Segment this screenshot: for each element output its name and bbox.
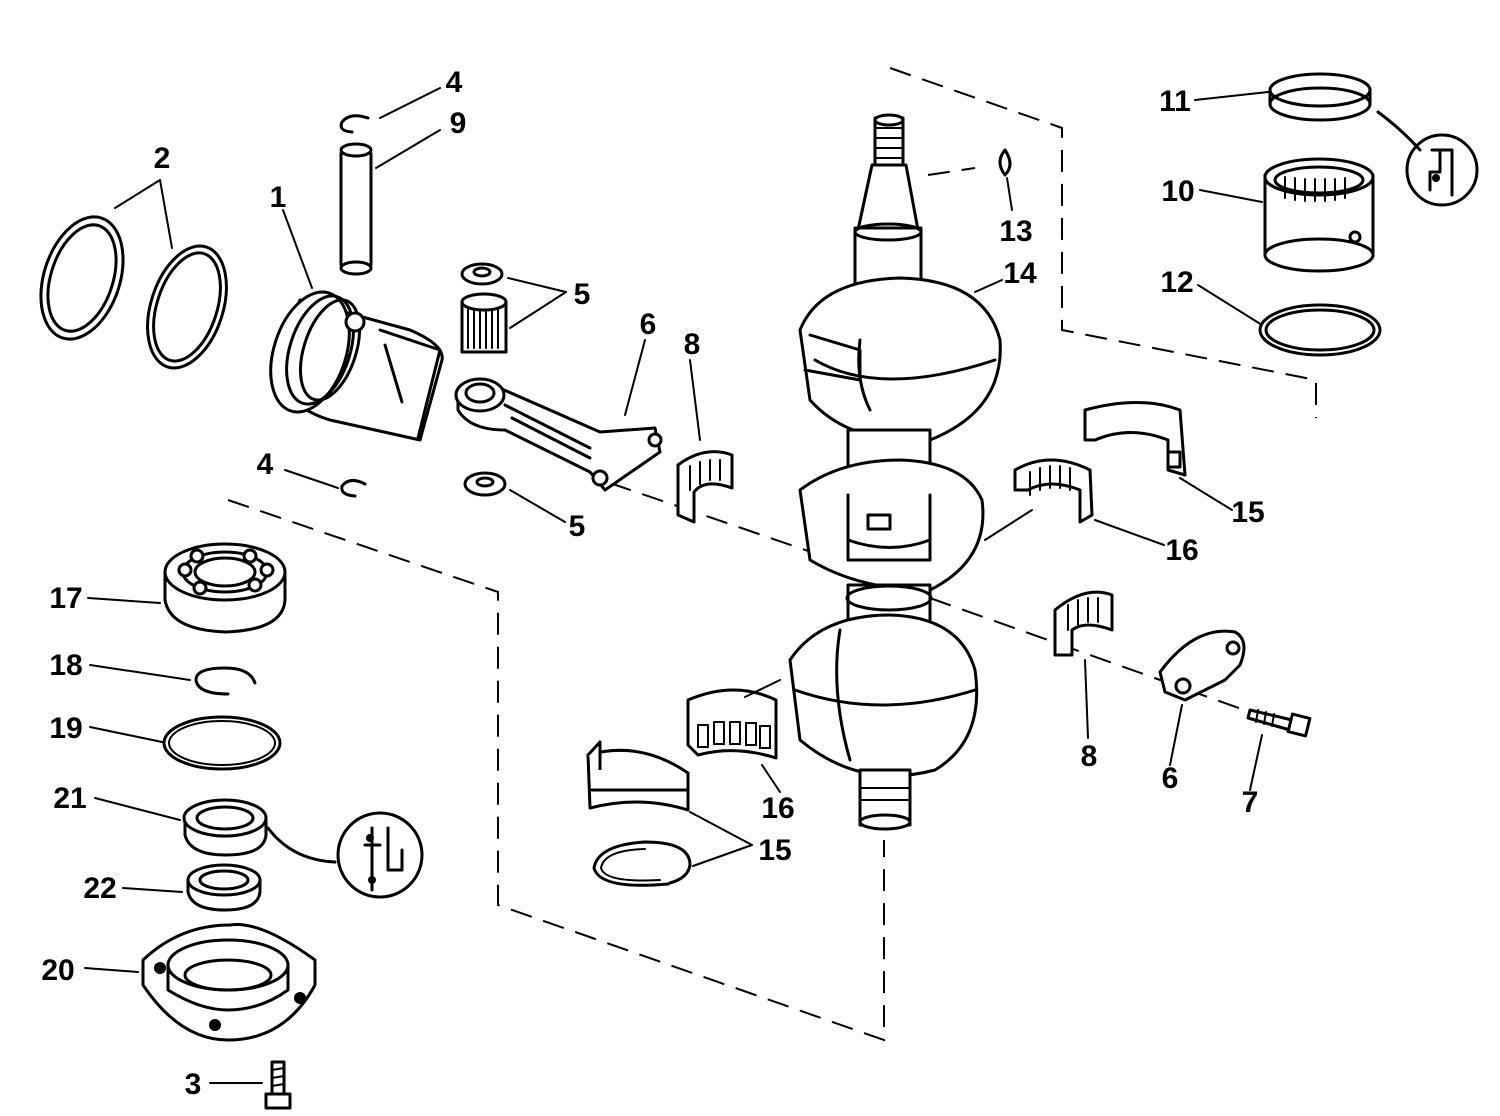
callout-9: 9: [450, 107, 467, 140]
sealant-callout-icon: [1376, 110, 1479, 207]
connecting-rod: [454, 377, 663, 492]
bearing-cage-upper: [676, 450, 734, 524]
wrist-pin: [339, 142, 373, 276]
callout-4-lower: 4: [257, 448, 274, 481]
housing-screw: [264, 1060, 292, 1110]
callout-15-right: 15: [1231, 496, 1264, 529]
retaining-ring-upper: [339, 114, 370, 134]
retaining-ring-lower: [340, 479, 367, 498]
retaining-ring-bearing: [592, 840, 692, 887]
callout-18: 18: [49, 649, 82, 682]
snap-ring: [194, 666, 257, 696]
callout-12: 12: [1160, 266, 1193, 299]
upper-main-bearing: [1263, 157, 1375, 273]
callout-3: 3: [185, 1068, 202, 1101]
callout-14: 14: [1003, 257, 1037, 290]
bearing-cage-lower-right: [1053, 590, 1114, 657]
woodruff-key: [998, 148, 1012, 177]
connecting-rod-cap: [1158, 629, 1246, 702]
sealant-callout-icon: [266, 811, 424, 899]
leader-lines: [84, 87, 1269, 1084]
callout-5-upper: 5: [574, 278, 591, 311]
o-ring-lower: [162, 715, 282, 771]
callout-16-right: 16: [1165, 534, 1198, 567]
callout-13: 13: [999, 215, 1032, 248]
ball-bearing: [163, 542, 287, 634]
main-bearing-half-lower: [586, 740, 690, 812]
main-bearing-half-upper: [1083, 401, 1187, 477]
piston: [269, 290, 444, 442]
callout-21: 21: [53, 782, 86, 815]
rod-cap-screw: [1246, 708, 1312, 738]
callout-10: 10: [1161, 175, 1194, 208]
callout-15-lower: 15: [758, 834, 791, 867]
callout-5-lower: 5: [569, 510, 586, 543]
callout-17: 17: [49, 582, 82, 615]
o-ring-upper: [1258, 303, 1382, 357]
callout-1: 1: [270, 181, 287, 214]
callout-8-upper: 8: [684, 328, 701, 361]
piston-ring-set: [39, 215, 228, 370]
callout-2: 2: [154, 142, 171, 175]
callout-7: 7: [1242, 786, 1259, 819]
callout-20: 20: [41, 954, 74, 987]
callout-22: 22: [83, 872, 116, 905]
lower-bearing-housing: [141, 922, 317, 1042]
seal: [182, 798, 268, 857]
callout-8-lower: 8: [1081, 740, 1098, 773]
callout-4-upper: 4: [446, 66, 463, 99]
callout-11: 11: [1159, 85, 1191, 118]
callout-19: 19: [49, 712, 82, 745]
callout-labels: 1 2 3 4 4 5 5 6 6 7 8 8 9 10 11 12 13 14…: [41, 66, 1264, 1101]
crankshaft: [788, 113, 1002, 831]
callout-16-lower: 16: [761, 792, 794, 825]
seal-ring: [1268, 72, 1372, 122]
callout-6-upper: 6: [640, 308, 657, 341]
seal-small: [186, 863, 262, 912]
bearing-cage-right: [1013, 458, 1094, 524]
needle-bearing-washers: [460, 262, 508, 497]
callout-6-lower: 6: [1162, 762, 1179, 795]
bearing-cage-lower-left: [686, 688, 778, 760]
